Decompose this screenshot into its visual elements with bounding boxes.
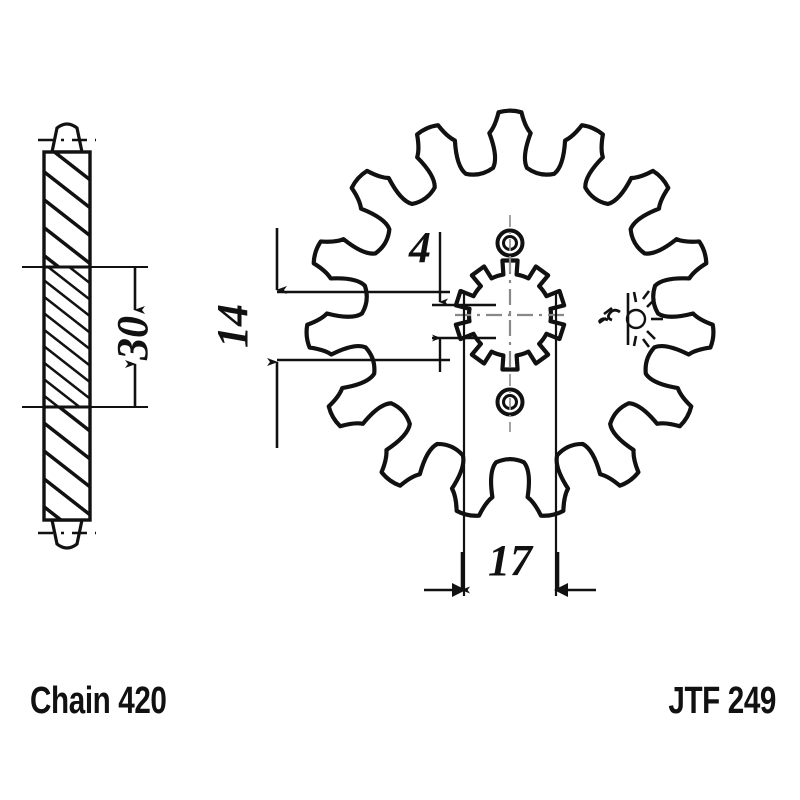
dimension-17: 17 <box>424 292 596 597</box>
dim14-label: 14 <box>208 304 257 348</box>
dim4-label: 4 <box>408 223 431 272</box>
side-view-top-tooth <box>50 122 84 154</box>
front-face-view: 14 4 17 <box>208 108 716 597</box>
side-view-body-outline <box>42 150 92 522</box>
dim17-label: 17 <box>488 536 534 585</box>
side-section-view: 30 <box>22 122 157 550</box>
side-view-section-hatching <box>44 152 90 520</box>
dimension-14: 14 <box>208 228 450 448</box>
bolt-hole-upper <box>495 215 525 272</box>
dim30-label: 30 <box>108 316 157 361</box>
bolt-hole-lower <box>495 374 525 432</box>
side-view-bottom-tooth <box>50 518 84 550</box>
surface-finish-symbol <box>597 290 663 348</box>
